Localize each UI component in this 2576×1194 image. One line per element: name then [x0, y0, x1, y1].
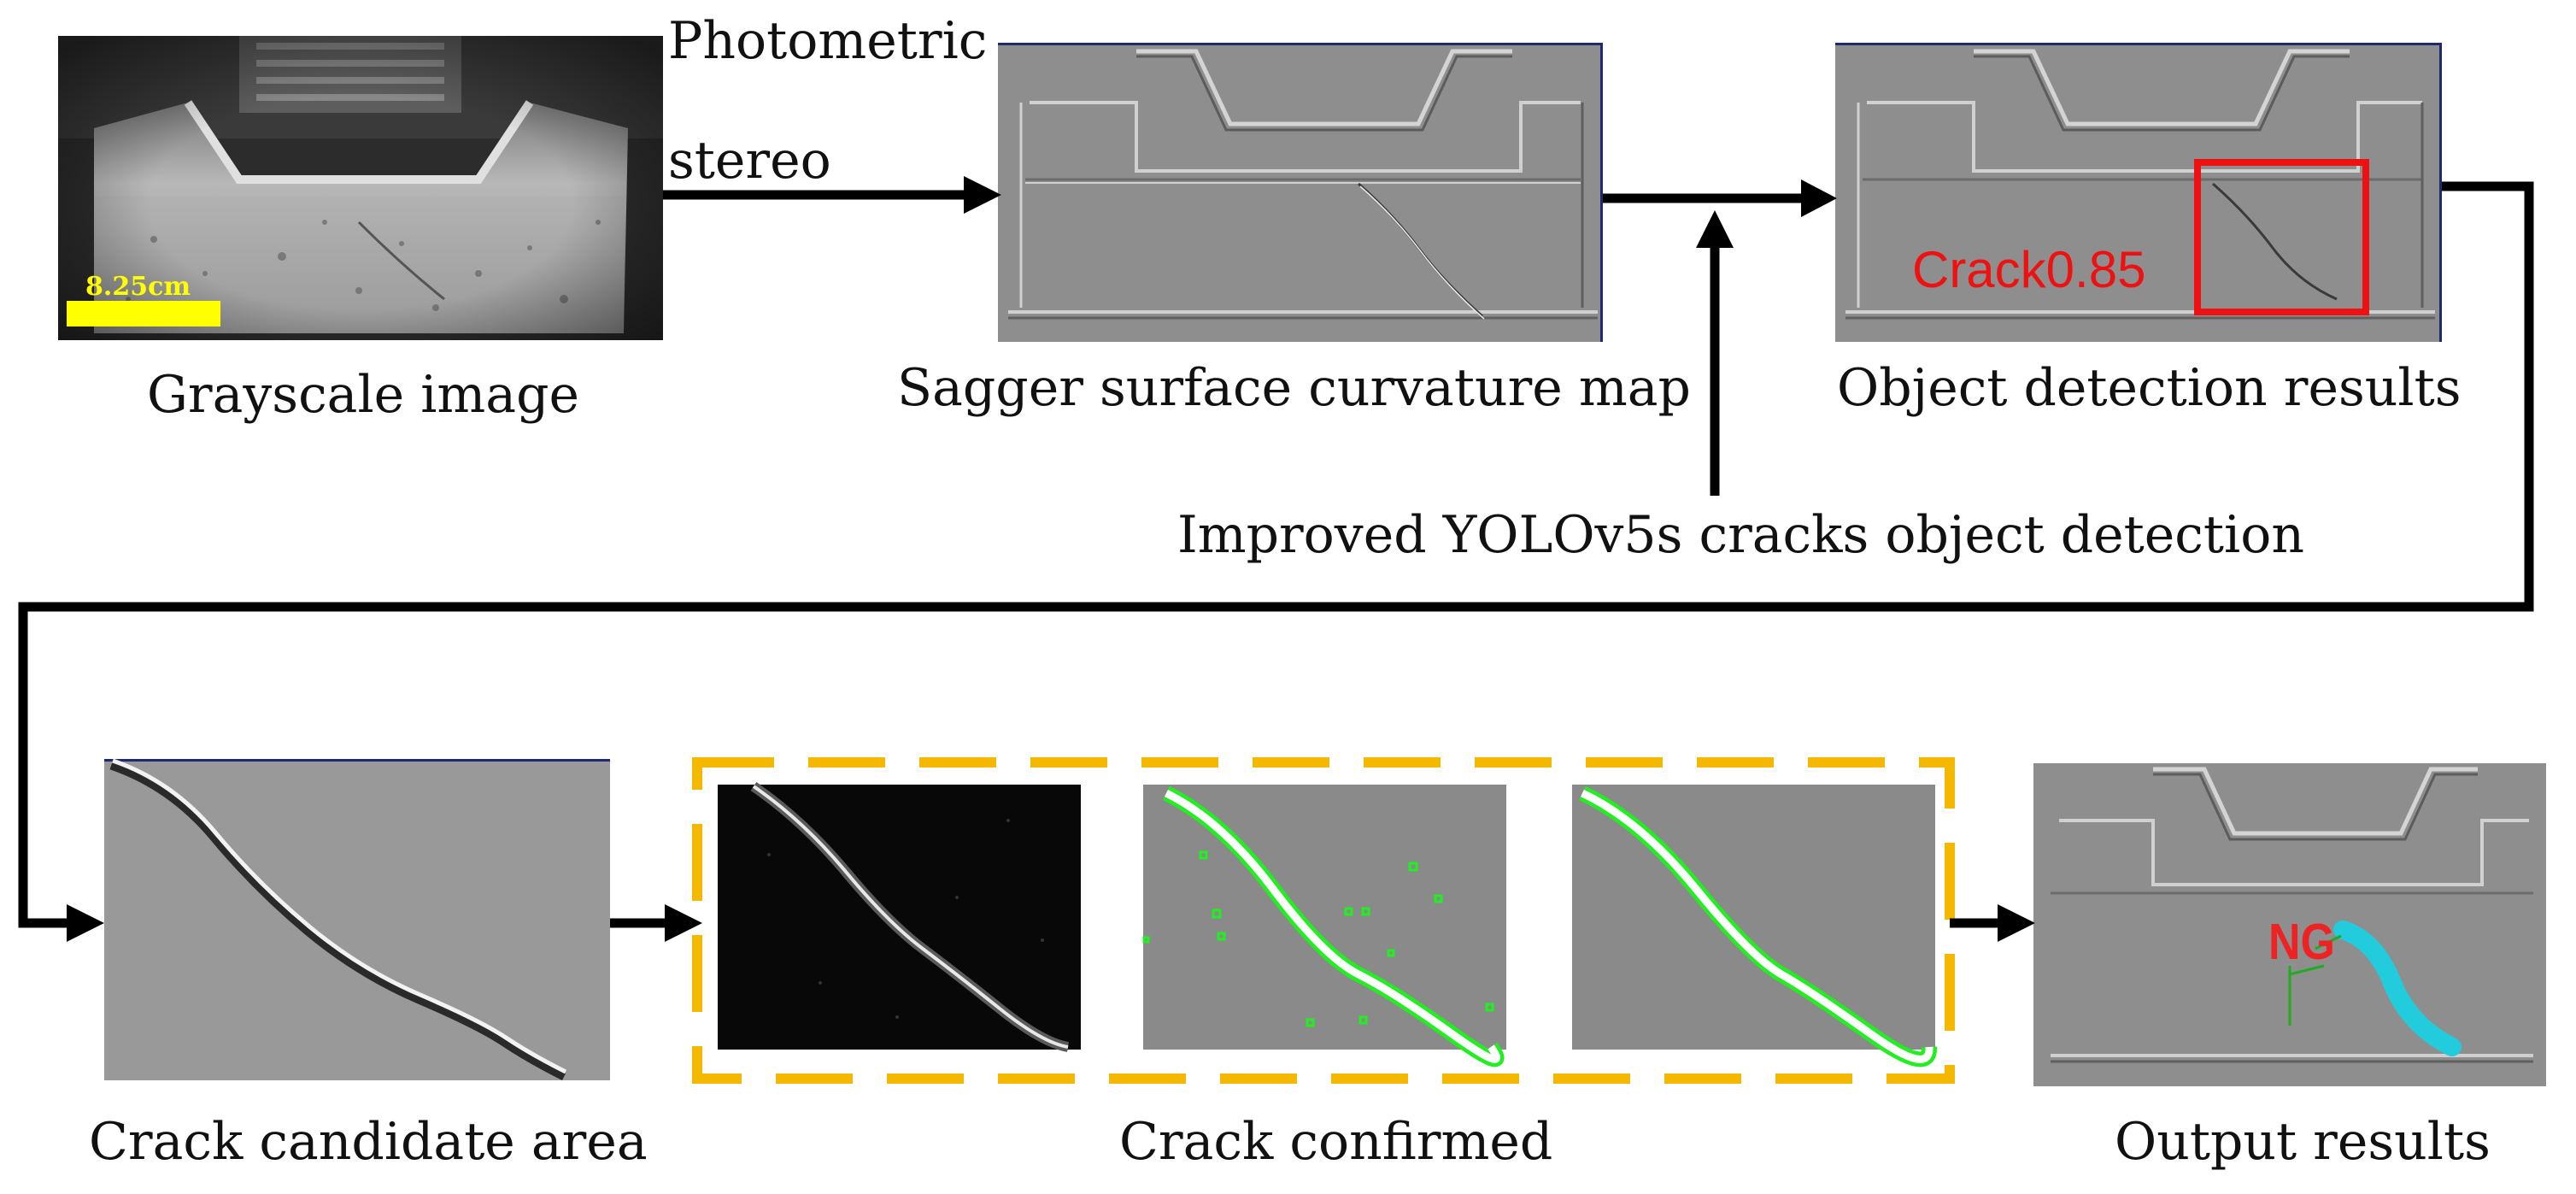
detection-results-panel: Crack0.85 — [1835, 43, 2442, 342]
detection-bounding-box — [2194, 159, 2369, 315]
grayscale-image-panel: 8.25cm — [58, 36, 663, 340]
arrow-detection-to-candidate — [18, 181, 2534, 928]
detection-box-label: Crack0.85 — [1912, 241, 2145, 298]
flow-arrows — [18, 181, 2534, 928]
detection-caption: Object detection results — [1837, 358, 2462, 418]
curvature-caption: Sagger surface curvature map — [897, 358, 1691, 418]
crack-confirmed-frame — [692, 757, 1955, 1084]
grayscale-caption: Grayscale image — [147, 365, 579, 425]
ng-label: NG — [2268, 913, 2335, 970]
photometric-label-line2: stereo — [668, 131, 831, 191]
scale-bar-label: 8.25cm — [85, 272, 191, 302]
candidate-caption: Crack candidate area — [89, 1112, 648, 1172]
crack-outline-noisy-panel — [1142, 785, 1506, 1068]
confirmed-caption: Crack confirmed — [1119, 1112, 1553, 1172]
crack-binary-panel — [718, 782, 1081, 1052]
photometric-label-line1: Photometric — [668, 11, 988, 71]
output-results-panel: NG — [2033, 763, 2546, 1086]
curvature-map-panel — [998, 43, 1603, 342]
crack-candidate-panel — [104, 758, 610, 1081]
yolo-caption: Improved YOLOv5s cracks object detection — [1177, 505, 2304, 565]
scale-bar — [67, 301, 220, 326]
output-caption: Output results — [2115, 1112, 2491, 1172]
crack-outline-clean-panel — [1572, 785, 1937, 1068]
arrow-heads — [67, 176, 2035, 942]
